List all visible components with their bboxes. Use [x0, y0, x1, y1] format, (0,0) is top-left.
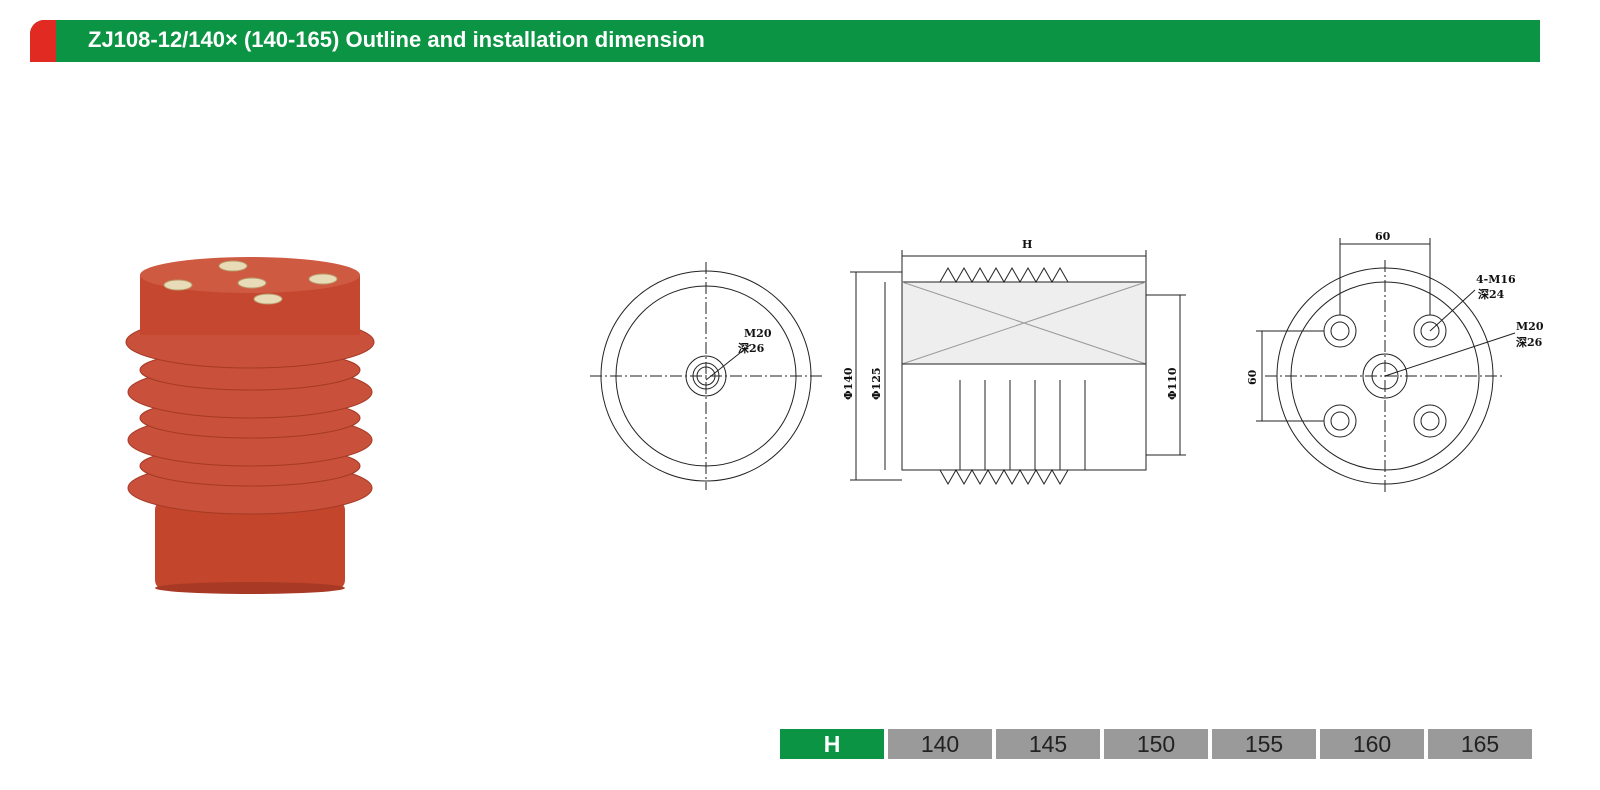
side-view-drawing	[850, 250, 1186, 486]
center-thread-label: M20	[1516, 320, 1544, 333]
title-bar: ZJ108-12/140× (140-165) Outline and inst…	[30, 20, 1540, 62]
dia-125-label: Φ125	[870, 367, 883, 400]
center-depth-label: 深26	[1516, 335, 1543, 349]
table-cell: 150	[1104, 729, 1208, 759]
table-cell: 140	[888, 729, 992, 759]
table-header-h: H	[780, 729, 884, 759]
page-title: ZJ108-12/140× (140-165) Outline and inst…	[88, 27, 705, 52]
holes-depth-label: 深24	[1478, 287, 1505, 301]
top-view-drawing	[1256, 238, 1516, 492]
dia-140-label: Φ140	[842, 367, 855, 400]
height-label: H	[1022, 238, 1032, 251]
table-cell: 160	[1320, 729, 1424, 759]
holes-label: 4-M16	[1476, 273, 1516, 286]
front-depth-label: 深26	[738, 341, 765, 355]
front-view-drawing	[590, 262, 822, 490]
title-accent	[30, 20, 56, 62]
table-cell: 145	[996, 729, 1100, 759]
insulator-photo	[125, 257, 375, 594]
vertical-spacing-label: 60	[1246, 369, 1259, 385]
height-table: H 140 145 150 155 160 165	[780, 729, 1532, 759]
dia-110-label: Φ110	[1166, 367, 1179, 400]
top-spacing-label: 60	[1375, 230, 1391, 243]
front-thread-label: M20	[744, 327, 772, 340]
table-cell: 155	[1212, 729, 1316, 759]
table-cell: 165	[1428, 729, 1532, 759]
